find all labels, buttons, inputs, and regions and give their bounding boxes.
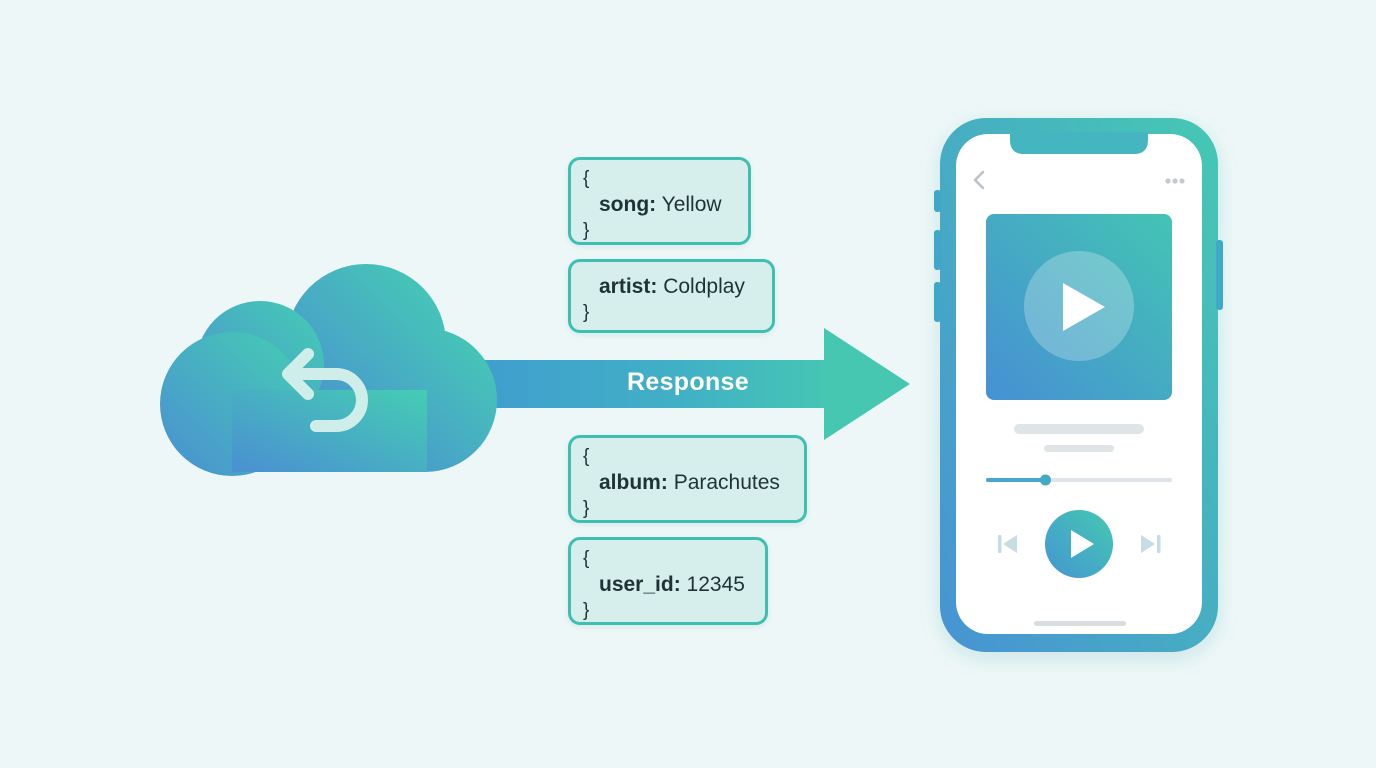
- skip-next-icon[interactable]: [1141, 535, 1161, 553]
- json-value: 12345: [686, 573, 745, 596]
- json-box-artist: artist: Coldplay }: [568, 259, 775, 333]
- json-key: song:: [599, 193, 657, 216]
- json-box-album: { album: Parachutes }: [568, 435, 807, 523]
- phone-side-buttons: [934, 190, 1223, 322]
- json-open-brace: {: [583, 168, 590, 189]
- home-indicator: [1034, 621, 1126, 626]
- cloud-icon: [160, 264, 497, 476]
- chevron-left-icon[interactable]: [973, 170, 985, 190]
- json-close-brace: }: [583, 220, 590, 241]
- json-key: user_id:: [599, 573, 681, 596]
- play-icon: [1071, 530, 1094, 558]
- arrow-label: Response: [627, 368, 749, 396]
- progress-handle[interactable]: [1040, 474, 1051, 486]
- play-icon: [1063, 283, 1105, 331]
- track-subtitle-placeholder: [1044, 445, 1114, 452]
- json-close-brace: }: [583, 600, 590, 621]
- json-value: Coldplay: [663, 275, 745, 298]
- json-value: Yellow: [661, 193, 722, 216]
- response-arrow: [440, 328, 910, 440]
- json-open-brace: {: [583, 446, 590, 467]
- json-close-brace: }: [583, 498, 590, 519]
- album-art[interactable]: [986, 214, 1172, 400]
- phone-notch: [1010, 132, 1148, 154]
- json-box-song: { song: Yellow }: [568, 157, 751, 245]
- json-value: Parachutes: [673, 471, 780, 494]
- more-dots-icon[interactable]: [1165, 178, 1185, 184]
- track-title-placeholder: [1014, 424, 1144, 434]
- skip-previous-icon[interactable]: [998, 535, 1017, 553]
- json-key: album:: [599, 471, 668, 494]
- json-close-brace: }: [583, 302, 590, 323]
- play-button[interactable]: [1045, 510, 1113, 578]
- json-box-user-id: { user_id: 12345 }: [568, 537, 768, 625]
- progress-bar[interactable]: [986, 474, 1172, 486]
- return-arrow-icon: [282, 348, 368, 432]
- json-key: artist:: [599, 275, 658, 298]
- json-open-brace: {: [583, 548, 590, 569]
